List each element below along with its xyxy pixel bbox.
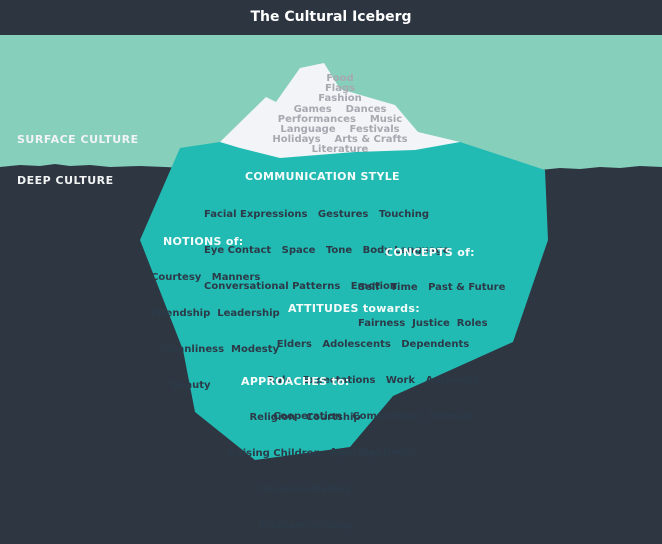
iceberg-tip: [220, 63, 460, 158]
attitudes-heading: ATTITUDES towards:: [288, 302, 420, 315]
list-item: Conversational Patterns Emotion: [204, 281, 398, 292]
list-item: Beauty: [171, 380, 211, 391]
surface-item: Literature: [311, 144, 369, 156]
surface-item: Food: [326, 73, 354, 84]
surface-item: Performances Music: [277, 113, 403, 125]
concepts-heading: CONCEPTS of:: [385, 246, 475, 259]
list-item: Cooperation Competition Animals: [272, 411, 474, 422]
notions-items: Courtesy Manners Friendship Leadership C…: [151, 248, 280, 404]
list-item: Cleanliness Modesty: [160, 344, 280, 355]
page-title: The Cultural Iceberg: [0, 0, 662, 35]
surface-item: Holidays Arts & Crafts: [272, 134, 408, 146]
list-item: Religion Courtship: [249, 412, 361, 423]
list-item: Age Sin Death: [329, 447, 417, 458]
notions-heading: NOTIONS of:: [163, 235, 244, 248]
list-item: Self Time Past & Future: [358, 282, 506, 293]
surface-item: Fashion: [318, 93, 362, 105]
list-item: Problem-Solving: [258, 520, 352, 531]
approaches-items: Religion Courtship Raising Children Marr…: [210, 388, 400, 544]
surface-items: Food Flags Fashion Games Dances Performa…: [240, 73, 440, 156]
surface-item: Games Dances: [293, 103, 387, 115]
iceberg-illustration: [0, 35, 662, 460]
list-item: Raising Children Marriage: [228, 448, 382, 459]
list-item: Facial Expressions Gestures Touching: [204, 209, 430, 220]
attitudes-items: Elders Adolescents Dependents Rule Expec…: [248, 315, 498, 471]
surface-item: Language Festivals: [280, 124, 400, 136]
list-item: Elders Adolescents Dependents: [276, 339, 470, 350]
list-item: Decision-Making: [258, 484, 352, 495]
concepts-items: Self Time Past & Future Fairness Justice…: [358, 258, 505, 342]
list-item: Eye Contact Space Tone Body Language: [204, 245, 450, 256]
iceberg-underwater: [140, 142, 548, 460]
deep-culture-label: DEEP CULTURE: [17, 174, 114, 187]
approaches-heading: APPROACHES to:: [241, 375, 350, 388]
communication-heading: COMMUNICATION STYLE: [245, 170, 400, 183]
surface-culture-label: SURFACE CULTURE: [17, 133, 139, 146]
communication-items: Facial Expressions Gestures Touching Eye…: [204, 185, 449, 305]
list-item: Courtesy Manners: [151, 272, 261, 283]
list-item: Friendship Leadership: [151, 308, 280, 319]
list-item: Fairness Justice Roles: [358, 318, 488, 329]
surface-item: Flags: [324, 83, 356, 95]
list-item: Rule Expectations Work Authority: [267, 375, 479, 386]
